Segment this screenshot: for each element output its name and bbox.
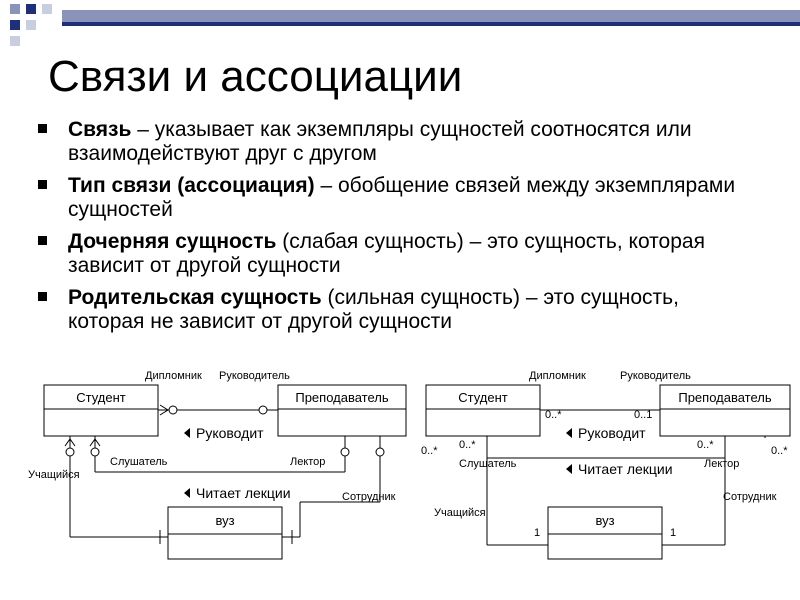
bullet-item: Дочерняя сущность (слабая сущность) – эт… xyxy=(38,230,758,278)
left-role-slushatel: Слушатель xyxy=(110,456,168,468)
right-role-slushatel: Слушатель xyxy=(459,458,517,470)
bullet-text: (слабая сущность) – это сущность, котора… xyxy=(68,230,705,277)
bullet-text: (сильная сущность) – это сущность, котор… xyxy=(68,286,679,333)
left-role-uchashchiysya: Учащийся xyxy=(28,469,80,481)
right-mult-1-b: 1 xyxy=(670,527,676,539)
right-teacher-box xyxy=(659,384,791,437)
bullet-marker xyxy=(38,180,47,189)
bullet-marker xyxy=(38,236,47,245)
right-mult-0n-d: 0..* xyxy=(421,445,438,457)
bullet-term: Дочерняя сущность xyxy=(68,230,277,253)
right-role-uchashchiysya: Учащийся xyxy=(434,507,486,519)
right-mult-0n-a: 0..* xyxy=(545,409,562,421)
right-labels: Дипломник Руководитель Студент Преподава… xyxy=(421,370,788,539)
right-diagram xyxy=(425,384,791,560)
left-teacher-label: Преподаватель xyxy=(295,390,388,405)
right-student-box xyxy=(425,384,541,437)
bullet-term: Связь xyxy=(68,118,132,141)
right-mult-0n-b: 0..* xyxy=(459,439,476,451)
left-diagram xyxy=(43,384,407,560)
left-role-diplomnik: Дипломник xyxy=(145,370,202,382)
bullet-term: Родительская сущность xyxy=(68,286,322,309)
corner-decoration xyxy=(10,4,800,46)
bullet-term: Тип связи (ассоциация) xyxy=(68,174,315,197)
left-university-label: вуз xyxy=(215,513,234,528)
bullet-item: Тип связи (ассоциация) – обобщение связе… xyxy=(38,174,758,222)
right-assoc-chitaet: Читает лекции xyxy=(578,461,673,477)
right-role-lektor: Лектор xyxy=(704,458,739,470)
bullet-list: Связь – указывает как экземпляры сущност… xyxy=(38,118,758,342)
bullet-item: Связь – указывает как экземпляры сущност… xyxy=(38,118,758,166)
bullet-text: – обобщение связей между экземплярами су… xyxy=(68,174,736,221)
slide-title: Связи и ассоциации xyxy=(48,52,463,101)
bullet-text: – указывает как экземпляры сущностей соо… xyxy=(68,118,692,165)
right-role-rukovoditel: Руководитель xyxy=(620,370,691,382)
bullet-marker xyxy=(38,124,47,133)
right-mult-1-a: 1 xyxy=(534,527,540,539)
left-assoc-rukovodit: Руководит xyxy=(196,425,264,441)
right-mult-0n-c: 0..* xyxy=(697,439,714,451)
left-university-box xyxy=(167,506,283,560)
left-assoc-chitaet: Читает лекции xyxy=(196,485,291,501)
right-student-label: Студент xyxy=(458,390,508,405)
left-labels: Дипломник Руководитель Студент Преподава… xyxy=(28,370,396,528)
right-university-box xyxy=(547,506,663,560)
bullet-marker xyxy=(38,292,47,301)
left-student-label: Студент xyxy=(76,390,126,405)
bullet-item: Родительская сущность (сильная сущность)… xyxy=(38,286,758,334)
left-role-sotrudnik: Сотрудник xyxy=(342,491,396,503)
right-teacher-label: Преподаватель xyxy=(678,390,771,405)
left-role-lektor: Лектор xyxy=(290,456,325,468)
right-role-sotrudnik: Сотрудник xyxy=(723,491,777,503)
right-mult-01: 0..1 xyxy=(634,409,652,421)
left-teacher-box xyxy=(277,384,407,437)
right-mult-0n-e: 0..* xyxy=(771,445,788,457)
right-assoc-rukovodit: Руководит xyxy=(578,425,646,441)
left-role-rukovoditel: Руководитель xyxy=(219,370,290,382)
right-role-diplomnik: Дипломник xyxy=(529,370,586,382)
uml-diagrams: Дипломник Руководитель Студент Преподава… xyxy=(28,370,791,560)
right-university-label: вуз xyxy=(595,513,614,528)
